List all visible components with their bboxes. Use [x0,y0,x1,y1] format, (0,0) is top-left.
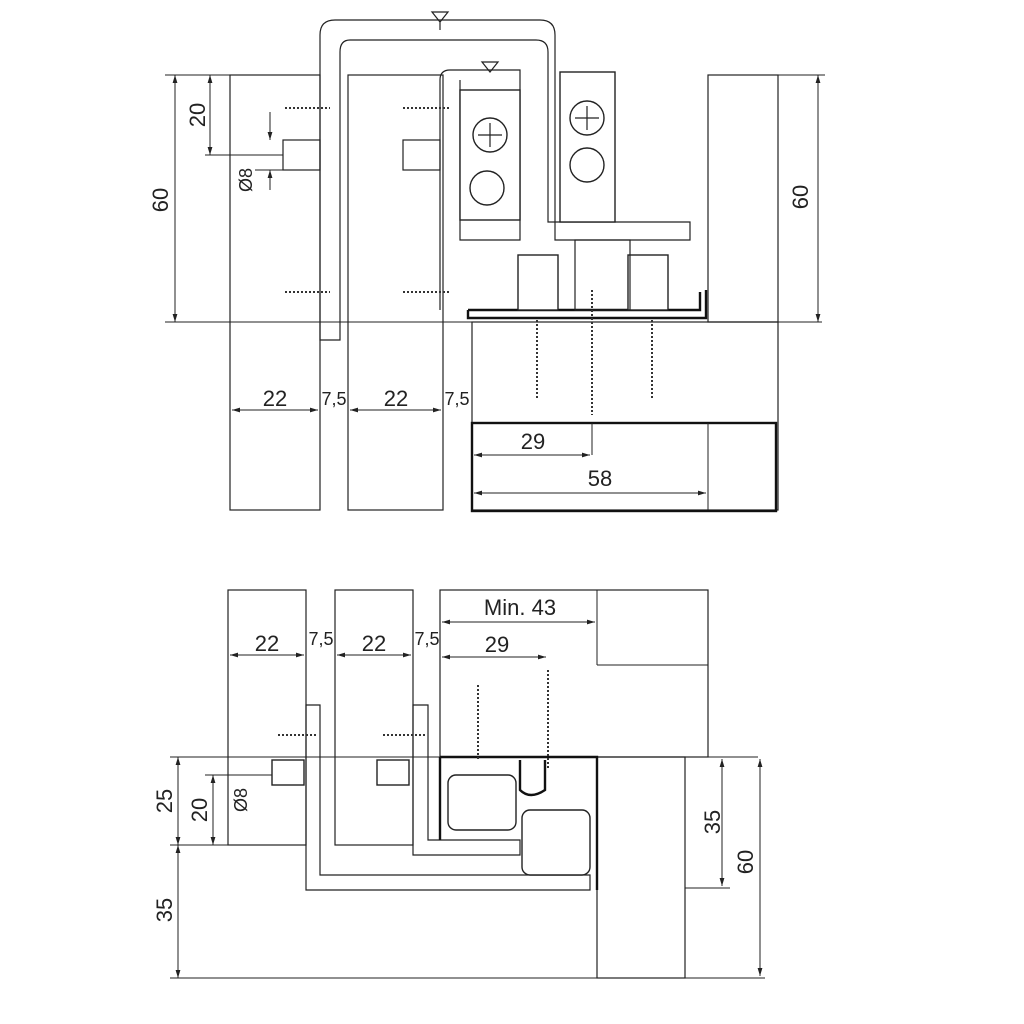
dim-panel1-width: 22 [255,631,279,656]
track-profile [466,290,708,320]
dim-height-right: 60 [788,185,813,209]
roller-1 [447,774,517,831]
dim-panel2-width: 22 [384,386,408,411]
dim-height-25: 25 [152,789,177,813]
dim-panel1-width: 22 [263,386,287,411]
door-panel-2 [334,589,414,846]
roller-carrier-2 [559,71,616,223]
dim-center: 29 [521,429,545,454]
dim-hole-offset: 20 [187,798,212,822]
dim-hole-diameter: Ø8 [231,788,251,812]
screw-icon [430,11,450,30]
dim-panel2-width: 22 [362,631,386,656]
wall-board [596,756,686,979]
roller-2 [521,809,591,876]
ceiling-board [471,321,779,511]
dim-hole-offset: 20 [185,103,210,127]
guide-pin [271,759,305,786]
track-outline [470,421,778,513]
hanger-bracket [319,19,691,341]
track-profile [438,755,599,890]
dim-gap1: 7,5 [308,629,333,649]
dim-lower-35: 35 [152,898,177,922]
hanger-bracket [305,704,591,891]
top-view: 60 20 Ø8 60 22 7,5 22 7,5 29 58 [148,11,825,513]
dim-track-width: 58 [588,466,612,491]
dim-gap2: 7,5 [444,389,469,409]
wall-board-right [707,74,779,323]
dim-right-60: 60 [733,850,758,874]
dim-hole-diameter: Ø8 [236,168,256,192]
guide-pin [282,139,321,171]
dim-gap2: 7,5 [414,629,439,649]
dim-right-35: 35 [700,810,725,834]
ceiling-board [439,589,709,758]
dim-center: 29 [485,632,509,657]
dim-min-width: Min. 43 [484,595,556,620]
dim-height-left: 60 [148,188,173,212]
hole-icon [469,170,505,206]
hole-icon [569,147,605,183]
dim-gap1: 7,5 [321,389,346,409]
bottom-view: Min. 43 29 22 7,5 22 7,5 25 20 Ø8 35 35 … [152,589,765,979]
